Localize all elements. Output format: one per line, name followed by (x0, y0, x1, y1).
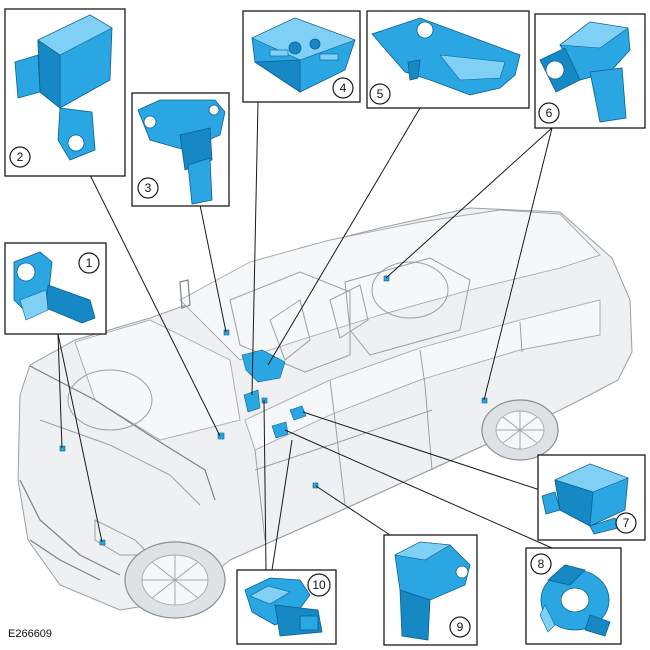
callout-number-6: 6 (546, 106, 553, 120)
callout-number-8: 8 (538, 557, 545, 571)
front-bumper (19, 479, 121, 581)
part-control-panel-4 (251, 17, 356, 93)
rear-cargo-wheel (371, 261, 449, 319)
callout-10: 10 (236, 569, 337, 645)
mount-point-2 (217, 432, 225, 440)
leader-3 (199, 204, 227, 333)
leader-lines (57, 101, 553, 571)
callout-number-9: 9 (457, 620, 464, 634)
front-wheel-well (67, 369, 153, 431)
mount-point-1b (99, 539, 106, 546)
sunroof-rear (344, 257, 471, 356)
leader-7 (302, 411, 541, 491)
part-sensor-6 (539, 21, 631, 123)
rocker-line (229, 419, 541, 561)
b-pillar (329, 379, 336, 421)
leader-8 (284, 429, 553, 549)
part-seat-sensor-mat-5 (371, 17, 521, 96)
rear-wheel (481, 399, 559, 461)
part-sensor-1 (13, 251, 96, 324)
seats (269, 284, 369, 361)
callout-number-3: 3 (145, 181, 152, 195)
part-sensor-3 (137, 99, 226, 205)
part-control-module-2 (14, 14, 113, 161)
leader-10b (271, 439, 293, 571)
callout-number-10: 10 (312, 578, 326, 592)
sunroof-front (229, 271, 351, 373)
vehicle-roof (179, 209, 601, 361)
mount-point-1 (59, 445, 66, 452)
mount-point-4 (243, 389, 261, 413)
callout-number-5: 5 (377, 87, 384, 101)
part-restraint-module-7 (541, 463, 629, 535)
callout-9: 9 (383, 534, 478, 646)
hood-line (29, 365, 216, 501)
part-clockspring-8 (539, 564, 611, 637)
mount-point-8 (271, 421, 289, 439)
callout-number-4: 4 (340, 81, 347, 95)
callout-number-7: 7 (623, 516, 630, 530)
leader-5 (267, 107, 421, 366)
part-sensor-9 (394, 541, 471, 641)
leader-2 (89, 174, 221, 437)
mount-point-6 (383, 275, 390, 282)
front-wheel (124, 541, 226, 619)
c-pillar (419, 349, 426, 386)
hood-crease (39, 419, 201, 506)
leader-1a (57, 333, 63, 449)
vehicle-ghost (17, 207, 633, 619)
leader-4 (251, 101, 259, 396)
headlamp (94, 519, 152, 556)
callout-8: 8 (525, 547, 622, 645)
part-harness-bracket-10 (244, 577, 323, 637)
leader-6a (385, 127, 553, 279)
leader-9 (315, 485, 391, 536)
callout-7: 7 (537, 454, 646, 541)
callout-4: 4 (242, 10, 361, 103)
door-lines (254, 384, 433, 541)
callout-number-2: 2 (17, 150, 24, 164)
leader-10a (263, 399, 267, 571)
callout-1: 1 (4, 242, 107, 335)
d-pillar (519, 321, 523, 353)
callout-2: 2 (4, 8, 126, 177)
mount-point-3 (223, 329, 230, 336)
callout-5: 5 (366, 10, 530, 109)
callout-6: 6 (534, 13, 646, 129)
leader-1b (57, 333, 103, 543)
leader-6b (483, 127, 553, 401)
side-mirror (179, 279, 191, 309)
callout-3: 3 (131, 92, 230, 207)
callout-number-1: 1 (86, 256, 93, 270)
mount-point-9 (312, 482, 319, 489)
mount-point-7 (289, 405, 307, 421)
figure-id: E266609 (8, 628, 53, 640)
